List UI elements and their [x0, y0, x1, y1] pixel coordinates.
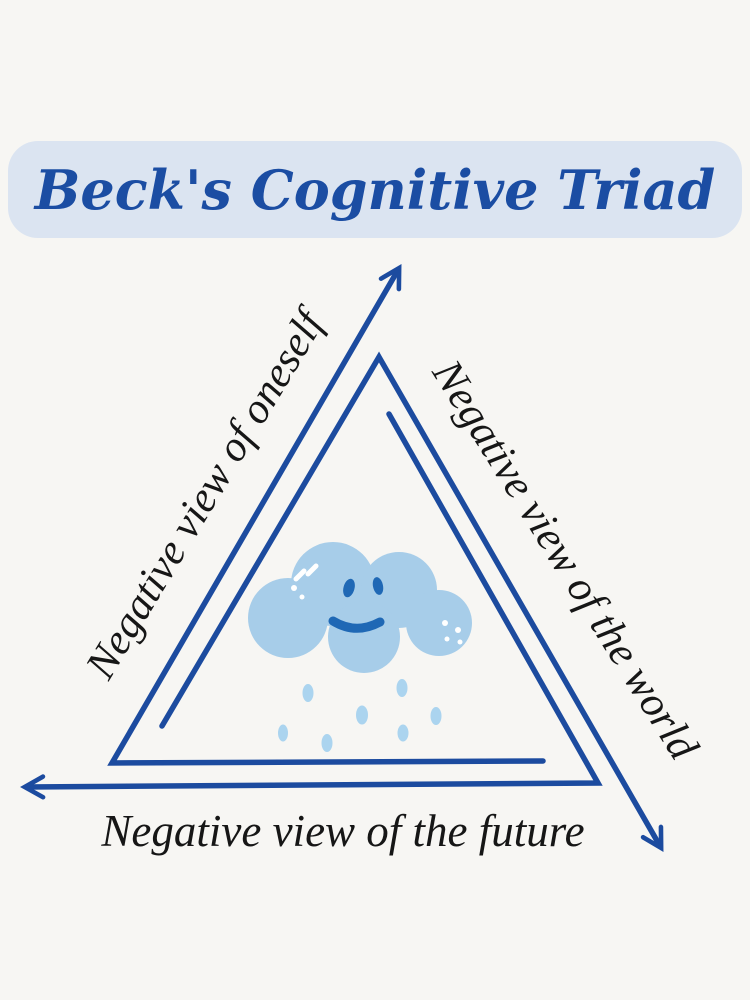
cloud-frown-mouth [328, 616, 385, 633]
cloud-eye-right [372, 577, 384, 595]
cloud-eye-left [343, 578, 355, 598]
arrow-oneself-edge [107, 270, 546, 766]
sparkle-dash [305, 563, 319, 577]
rain-drops [278, 679, 442, 752]
cloud-sparkles [291, 563, 463, 645]
label-negative-view-of-the-future: Negative view of the future [101, 806, 585, 856]
arrow-world-edge [159, 351, 660, 846]
cloud-eyes [343, 577, 384, 598]
sad-rain-cloud-icon [248, 542, 472, 752]
triad-cycle-arrows [27, 270, 660, 846]
arrow-future-edge [27, 411, 603, 787]
sparkle-dash [293, 568, 307, 582]
title-banner: Beck's Cognitive Triad [8, 141, 742, 238]
page-title: Beck's Cognitive Triad [34, 157, 716, 222]
cloud-body [248, 542, 472, 673]
